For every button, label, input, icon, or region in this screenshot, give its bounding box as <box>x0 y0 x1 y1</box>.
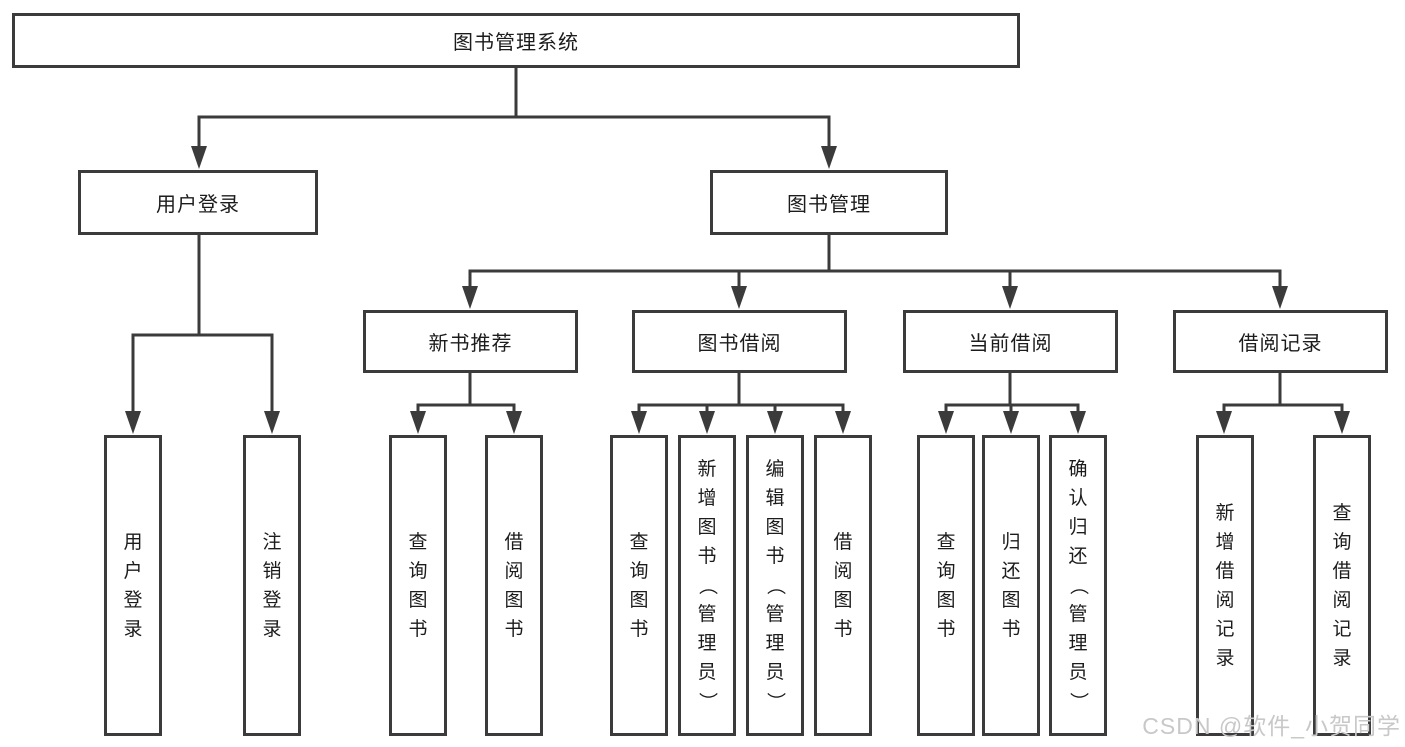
node-borrow-records: 借阅记录 <box>1173 310 1388 373</box>
leaf-query-books-recommend: 查询图书 <box>389 435 447 736</box>
node-user-login: 用户登录 <box>78 170 318 235</box>
leaf-logout: 注销登录 <box>243 435 301 736</box>
csdn-watermark: CSDN @软件_小贺同学 <box>1142 713 1401 739</box>
leaf-add-book-admin: 新增图书（管理员） <box>678 435 736 736</box>
leaf-borrow-books-recommend: 借阅图书 <box>485 435 543 736</box>
leaf-add-borrow-record: 新增借阅记录 <box>1196 435 1254 736</box>
leaf-query-books-borrow: 查询图书 <box>610 435 668 736</box>
leaf-query-borrow-record: 查询借阅记录 <box>1313 435 1371 736</box>
node-root: 图书管理系统 <box>12 13 1020 68</box>
node-book-borrow: 图书借阅 <box>632 310 847 373</box>
node-book-management: 图书管理 <box>710 170 948 235</box>
leaf-query-books-current: 查询图书 <box>917 435 975 736</box>
arrowheads <box>125 146 1350 434</box>
leaf-borrow-books: 借阅图书 <box>814 435 872 736</box>
node-current-borrow: 当前借阅 <box>903 310 1118 373</box>
leaf-return-books: 归还图书 <box>982 435 1040 736</box>
leaf-user-login: 用户登录 <box>104 435 162 736</box>
leaf-confirm-return-admin: 确认归还（管理员） <box>1049 435 1107 736</box>
node-new-book-recommend: 新书推荐 <box>363 310 578 373</box>
leaf-edit-book-admin: 编辑图书（管理员） <box>746 435 804 736</box>
